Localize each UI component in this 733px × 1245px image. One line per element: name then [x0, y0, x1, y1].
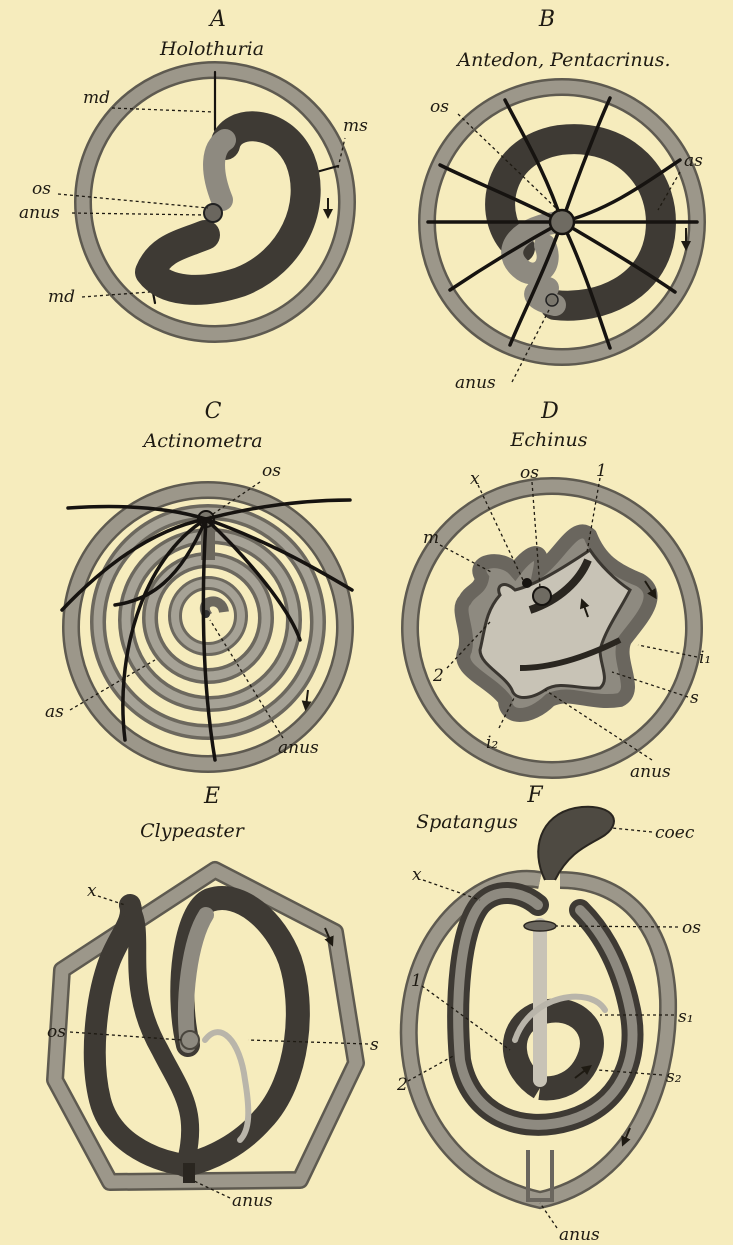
panel-f-label-s1: s₁ — [678, 1007, 694, 1027]
panel-d-mouth — [533, 587, 551, 605]
panel-f-label-os: os — [682, 918, 701, 938]
panel-c-label-as: as — [45, 702, 64, 722]
panel-f: F Spatangus coec x os 1 s₁ 2 s₂ anus — [396, 783, 701, 1245]
panel-e-mouth — [181, 1031, 199, 1049]
panel-a-title: Holothuria — [159, 38, 264, 60]
panel-d-label-m: m — [423, 528, 439, 548]
panel-b-title: Antedon, Pentacrinus. — [455, 49, 670, 71]
panel-f-caecum — [538, 807, 614, 880]
panel-c-title: Actinometra — [141, 430, 262, 452]
panel-f-title: Spatangus — [416, 811, 518, 833]
panel-c-direction-arrow — [306, 690, 308, 706]
panel-c-label-anus: anus — [278, 738, 319, 758]
panel-c: C Actinometra — [45, 399, 352, 764]
panel-d-label-i1: i₁ — [699, 648, 711, 668]
panel-b-label-as: as — [684, 151, 703, 171]
panel-d-label-2: 2 — [432, 666, 444, 686]
panel-a-letter: A — [208, 7, 226, 32]
panel-e-label-s: s — [370, 1035, 379, 1055]
panel-e-anus-opening — [183, 1163, 195, 1183]
panel-a-label-ms: ms — [343, 116, 368, 136]
panel-d: D Echinus x os 1 m i₁ 2 s i₂ anus — [410, 399, 711, 782]
panel-f-label-1: 1 — [411, 971, 422, 991]
panel-e-title: Clypeaster — [140, 820, 246, 842]
panel-c-label-os: os — [262, 461, 281, 481]
panel-d-label-anus: anus — [630, 762, 671, 782]
panel-d-title: Echinus — [509, 429, 587, 451]
panel-f-label-x: x — [412, 865, 422, 885]
panel-f-letter: F — [526, 783, 543, 808]
panel-d-label-i2: i₂ — [486, 733, 498, 753]
panel-b-label-os: os — [430, 97, 449, 117]
panel-b-label-anus: anus — [455, 373, 496, 393]
panel-d-letter: D — [540, 399, 559, 424]
panel-e-letter: E — [203, 784, 220, 809]
panel-a-label-md-bottom: md — [48, 287, 75, 307]
panel-f-label-s2: s₂ — [666, 1067, 682, 1087]
panel-a-mouth — [204, 204, 222, 222]
panel-b-anus-opening — [546, 294, 558, 306]
panel-d-label-1: 1 — [596, 461, 607, 481]
panel-b: B Antedon, Pentacrinus. os as anus — [427, 7, 703, 393]
panel-c-letter: C — [205, 399, 222, 424]
panel-b-mouth — [550, 210, 574, 234]
panel-d-label-x: x — [470, 469, 480, 489]
panel-a: A Holothuria md ms os anus md — [19, 7, 368, 334]
panel-f-label-anus: anus — [559, 1225, 600, 1245]
panel-a-label-os: os — [32, 179, 51, 199]
panel-e-label-x: x — [87, 881, 97, 901]
panel-e: E Clypeaster x os s anus — [47, 784, 379, 1211]
panel-e-label-os: os — [47, 1022, 66, 1042]
panel-f-label-coec: coec — [655, 823, 695, 843]
panel-b-letter: B — [538, 7, 555, 32]
panel-d-label-s: s — [690, 688, 699, 708]
panel-d-label-os: os — [520, 463, 539, 483]
panel-a-label-md-top: md — [83, 88, 110, 108]
panel-f-mouth — [524, 921, 556, 931]
panel-f-label-2: 2 — [396, 1075, 408, 1095]
panel-a-label-anus: anus — [19, 203, 60, 223]
panel-a-gut-light — [214, 140, 225, 200]
panel-e-label-anus: anus — [232, 1191, 273, 1211]
